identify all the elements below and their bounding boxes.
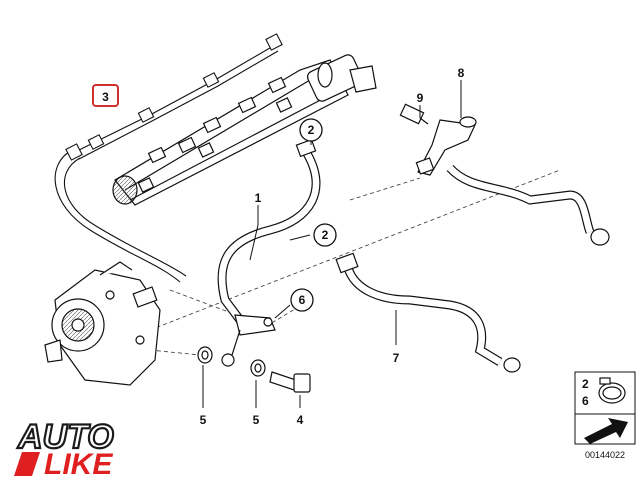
autolike-logo: AUTO LIKE <box>14 417 132 480</box>
legend-box: 2 6 <box>574 371 636 445</box>
legend-2: 2 <box>582 377 589 391</box>
callout-7[interactable]: 7 <box>393 351 400 365</box>
fuel-rail <box>112 54 377 206</box>
hose-7 <box>335 252 521 373</box>
high-pressure-pump <box>44 261 161 386</box>
callout-2-mid[interactable]: 2 <box>313 223 337 247</box>
return-hose-3 <box>54 33 283 283</box>
callout-6[interactable]: 6 <box>290 288 314 312</box>
callout-leaders <box>202 80 462 408</box>
hose-8 <box>415 116 610 246</box>
callout-8[interactable]: 8 <box>458 66 465 80</box>
callout-3-label: 3 <box>102 90 109 104</box>
callout-2-mid-label: 2 <box>322 228 329 242</box>
callout-9[interactable]: 9 <box>417 91 424 105</box>
callout-2-top[interactable]: 2 <box>299 118 323 142</box>
washer-5-a <box>197 346 213 364</box>
legend-6: 6 <box>582 394 589 408</box>
logo-auto: AUTO <box>17 418 114 456</box>
logo-like: LIKE <box>44 448 113 480</box>
part-number: 00144022 <box>585 450 625 460</box>
hose-1 <box>217 138 321 367</box>
callout-6-label: 6 <box>299 293 306 307</box>
arrow-icon <box>584 418 628 444</box>
valve-9 <box>399 103 429 125</box>
hose-clamp-icon <box>598 377 626 404</box>
callout-4[interactable]: 4 <box>297 413 304 427</box>
callout-5-a[interactable]: 5 <box>200 413 207 427</box>
bolt-4 <box>269 371 311 393</box>
callout-5-b[interactable]: 5 <box>253 413 260 427</box>
callout-3-box[interactable]: 3 <box>92 84 119 107</box>
washer-5-b <box>250 359 266 377</box>
callout-2-top-label: 2 <box>308 123 315 137</box>
callout-1[interactable]: 1 <box>255 191 262 205</box>
